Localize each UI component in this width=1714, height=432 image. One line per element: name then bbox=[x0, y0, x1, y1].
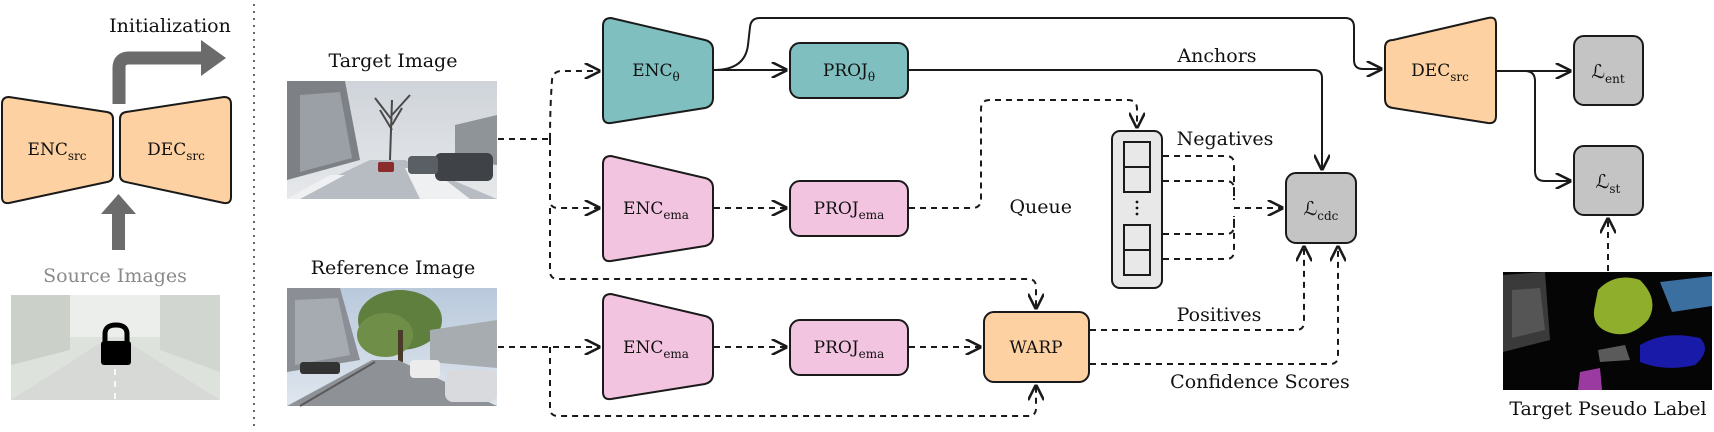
enc-theta-block bbox=[602, 16, 714, 125]
arrow-proj-ema-to-queue bbox=[909, 99, 1137, 209]
lock-icon bbox=[101, 322, 131, 365]
dec-src-right-block bbox=[1384, 16, 1497, 125]
enc-ema-1-label: ENCema bbox=[623, 199, 689, 222]
queue-slot-4 bbox=[1123, 249, 1151, 276]
source-arrow-head bbox=[101, 194, 136, 214]
negatives-line-3 bbox=[1163, 216, 1235, 235]
loss-ent-label: ℒent bbox=[1591, 61, 1625, 86]
left-panel: Initialization ENCsrc DECsrc Source Imag… bbox=[1, 15, 232, 400]
initialization-arrow-head bbox=[201, 40, 226, 76]
right-connections bbox=[1497, 71, 1608, 271]
target-image bbox=[287, 81, 497, 199]
proj-theta-label: PROJθ bbox=[823, 61, 875, 84]
arrow-anchors bbox=[909, 69, 1322, 169]
target-image-label: Target Image bbox=[329, 50, 458, 72]
loss-cdc-block bbox=[1285, 172, 1357, 244]
queue-ellipsis-dot bbox=[1135, 206, 1139, 210]
dec-src-label: DECsrc bbox=[147, 140, 205, 163]
enc-src-label: ENCsrc bbox=[28, 140, 87, 163]
source-images-label: Source Images bbox=[43, 265, 187, 287]
negatives-label: Negatives bbox=[1177, 128, 1274, 150]
proj-ema-2-block bbox=[789, 319, 909, 376]
reference-image bbox=[287, 288, 497, 407]
proj-ema-1-label: PROJema bbox=[814, 199, 885, 222]
arrow-target-to-enc-theta bbox=[549, 71, 599, 140]
arrow-target-to-warp bbox=[549, 208, 1036, 308]
dec-src-right-label: DECsrc bbox=[1411, 61, 1469, 84]
warp-block bbox=[983, 311, 1090, 383]
loss-ent-block bbox=[1573, 35, 1644, 106]
queue-ellipsis-dot bbox=[1135, 200, 1139, 204]
confidence-scores-label: Confidence Scores bbox=[1170, 371, 1350, 393]
queue-slot-2 bbox=[1123, 166, 1151, 193]
reference-image-label: Reference Image bbox=[311, 257, 476, 279]
dec-src-block bbox=[119, 95, 232, 205]
main-panel: Target Image Reference Image bbox=[287, 16, 1381, 417]
arrow-positives-to-cdc bbox=[1090, 247, 1304, 331]
initialization-arrow bbox=[112, 51, 202, 104]
source-arrow-shaft bbox=[112, 212, 125, 250]
queue-ellipsis-dot bbox=[1135, 212, 1139, 216]
enc-ema-1-block bbox=[602, 154, 714, 263]
enc-theta-label: ENCθ bbox=[632, 61, 680, 84]
arrow-dec-to-loss-st bbox=[1524, 70, 1570, 181]
positives-label: Positives bbox=[1177, 304, 1262, 326]
pseudo-label-caption: Target Pseudo Label bbox=[1509, 398, 1706, 420]
negatives-line-2 bbox=[1163, 180, 1235, 200]
connections bbox=[498, 17, 1381, 417]
queue-slot-3 bbox=[1123, 224, 1151, 251]
pseudo-label-image bbox=[1503, 272, 1712, 390]
proj-theta-block bbox=[789, 42, 909, 99]
loss-st-block bbox=[1573, 145, 1644, 216]
initialization-label: Initialization bbox=[109, 15, 231, 37]
proj-ema-2-label: PROJema bbox=[814, 338, 885, 361]
arrow-reference-to-warp bbox=[549, 347, 1036, 417]
enc-ema-2-label: ENCema bbox=[623, 338, 689, 361]
warp-label: WARP bbox=[1009, 338, 1062, 358]
arrow-enc-to-dec bbox=[713, 17, 1381, 70]
enc-ema-2-block bbox=[602, 292, 714, 401]
loss-cdc-label: ℒcdc bbox=[1304, 198, 1339, 223]
queue-label: Queue bbox=[1009, 196, 1072, 218]
arrow-confidence-to-cdc bbox=[1090, 247, 1338, 365]
negatives-line-4 bbox=[1163, 216, 1235, 260]
negatives-line-1 bbox=[1163, 155, 1235, 200]
arrow-target-to-enc-ema bbox=[549, 139, 599, 208]
proj-ema-1-block bbox=[789, 180, 909, 237]
anchors-label: Anchors bbox=[1176, 45, 1256, 67]
right-panel: DECsrc ℒent ℒst Target Pseudo Label bbox=[1384, 16, 1712, 420]
queue-slot-1 bbox=[1123, 141, 1151, 168]
loss-st-label: ℒst bbox=[1596, 171, 1621, 196]
enc-src-block bbox=[1, 95, 114, 205]
